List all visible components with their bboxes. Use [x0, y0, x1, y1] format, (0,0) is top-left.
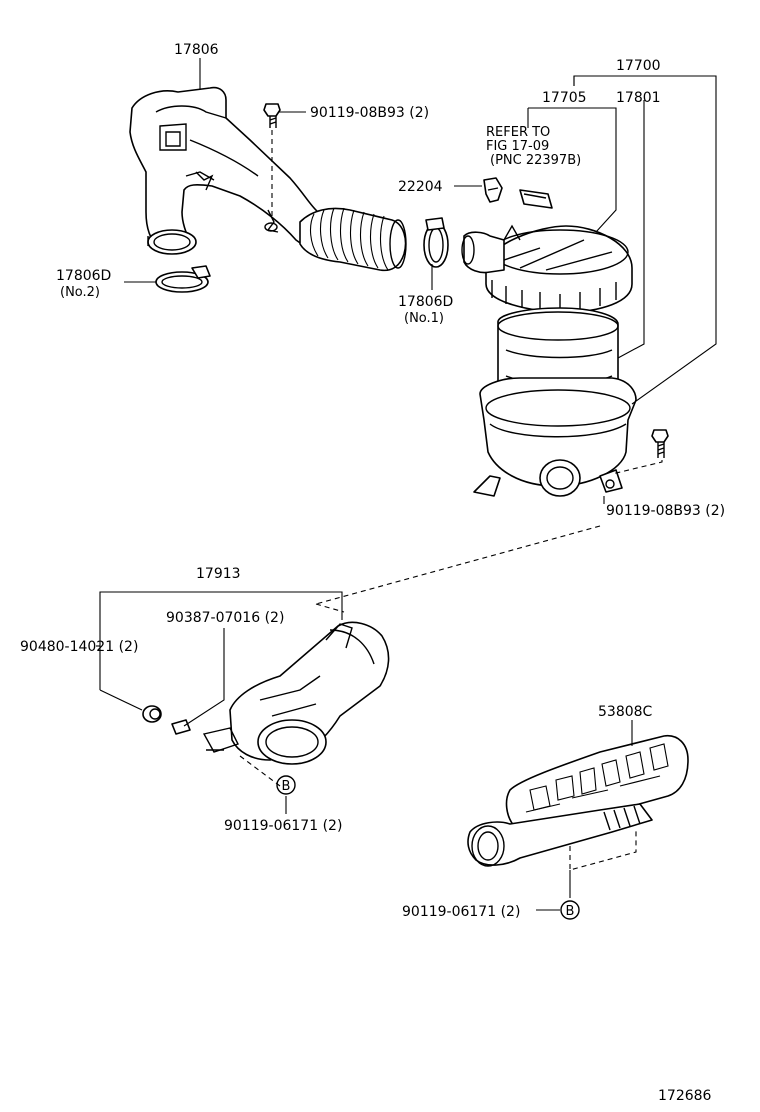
airflow-meter-22204[interactable] — [483, 177, 503, 203]
label-pnc-22397b: (PNC 22397B) — [490, 153, 581, 168]
corrugated-hose[interactable] — [299, 207, 407, 272]
cushion-90387-07016[interactable] — [171, 719, 191, 735]
label-fig-17-09: FIG 17-09 — [486, 139, 549, 154]
label-refer-to: REFER TO — [486, 125, 550, 140]
label-90480-14021: 90480-14021 (2) — [20, 639, 138, 655]
label-90119-06171-a: 90119-06171 (2) — [224, 818, 342, 834]
leader-lines — [96, 58, 717, 911]
figure-number: 172686 — [658, 1088, 712, 1104]
label-17913: 17913 — [196, 566, 241, 582]
label-no1: (No.1) — [404, 311, 444, 326]
label-17806: 17806 — [174, 42, 219, 58]
clamp-17806D-no2[interactable] — [155, 265, 211, 293]
duct-53808C[interactable] — [467, 735, 689, 867]
air-cleaner-assembly-17700[interactable] — [461, 224, 637, 497]
label-90119-08B93-top: 90119-08B93 (2) — [310, 105, 429, 121]
label-22204: 22204 — [398, 179, 443, 195]
label-90119-08B93-bottom: 90119-08B93 (2) — [606, 503, 725, 519]
svg-text:B: B — [566, 904, 575, 919]
ref-circle-B-1: B — [276, 775, 296, 795]
bolt-90119-08B93-top[interactable] — [263, 103, 281, 128]
bolt-90119-08B93-bottom[interactable] — [651, 429, 669, 458]
label-53808C: 53808C — [598, 704, 653, 720]
clamp-17806D-no1[interactable] — [423, 217, 449, 268]
label-no2: (No.2) — [60, 285, 100, 300]
label-17705: 17705 — [542, 90, 587, 106]
label-90119-06171-b: 90119-06171 (2) — [402, 904, 520, 920]
label-17806D-no2: 17806D — [56, 268, 111, 284]
outlet-duct-17913[interactable] — [202, 621, 390, 765]
label-17801: 17801 — [616, 90, 661, 106]
label-90387-07016: 90387-07016 (2) — [166, 610, 284, 626]
inlet-duct-17806[interactable] — [129, 86, 331, 255]
svg-text:B: B — [282, 779, 291, 794]
grommet-90480-14021[interactable] — [142, 705, 162, 723]
label-17806D-no1: 17806D — [398, 294, 453, 310]
ref-circle-B-2: B — [560, 900, 580, 920]
label-17700: 17700 — [616, 58, 661, 74]
gasket-part[interactable] — [519, 189, 553, 209]
